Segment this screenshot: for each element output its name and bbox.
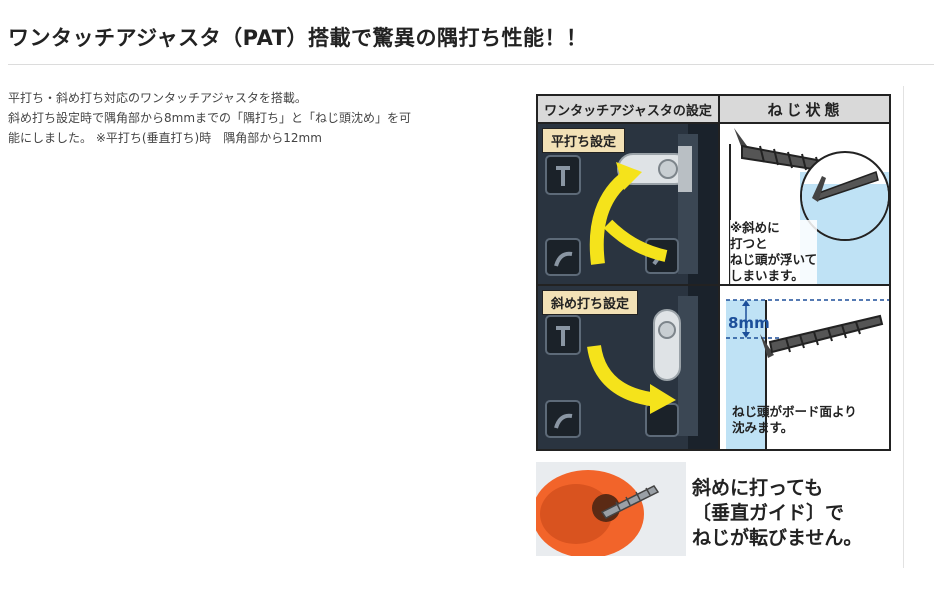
slogan-line: 斜めに打っても: [692, 477, 824, 499]
flat-screw-note: ※斜めに 打つと ねじ頭が浮いて しまいます。: [730, 220, 818, 284]
angled-screw-diagram: 8mm ねじ頭がボード面より 沈みます。: [720, 286, 889, 449]
note-line: ねじ頭がボード面より: [732, 404, 857, 419]
angled-screw-note: ねじ頭がボード面より 沈みます。: [732, 404, 857, 436]
note-line: 沈みます。: [732, 420, 794, 435]
sunk-screw-illustration: [726, 299, 889, 449]
description: 平打ち・斜め打ち対応のワンタッチアジャスタを搭載。 斜め打ち設定時で隅角部から8…: [8, 88, 448, 148]
flat-setting-label: 平打ち設定: [542, 128, 626, 153]
column-divider: [903, 86, 904, 568]
description-line: 斜め打ち設定時で隅角部から8mmまでの「隅打ち」と「ねじ頭沈め」を可: [8, 111, 412, 125]
heading-divider: [8, 64, 934, 65]
figure-header-settings: ワンタッチアジャスタの設定: [538, 96, 720, 124]
flat-setting-photo: 平打ち設定: [538, 124, 720, 286]
angled-setting-photo: 斜め打ち設定: [538, 286, 720, 449]
page-heading: ワンタッチアジャスタ（PAT）搭載で驚異の隅打ち性能！！: [8, 26, 588, 50]
figure-header-screw-state: ねじ状態: [720, 96, 889, 124]
slogan-line: ねじが転びません。: [692, 527, 863, 549]
flat-setting-illustration: [538, 124, 718, 284]
flat-screw-diagram: ※斜めに 打つと ねじ頭が浮いて しまいます。: [720, 124, 889, 286]
note-line: 打つと: [730, 236, 768, 251]
note-line: ねじ頭が浮いて: [730, 252, 818, 267]
note-line: ※斜めに: [730, 220, 780, 235]
adjuster-figure: ワンタッチアジャスタの設定 ねじ状態 平打ち設定: [536, 94, 891, 451]
guide-slogan: 斜めに打っても 〔垂直ガイド〕で ねじが転びません。: [692, 476, 862, 551]
vertical-guide-illustration: [536, 462, 686, 556]
depth-label: 8mm: [728, 314, 770, 332]
vertical-guide-photo: 斜めに打っても 〔垂直ガイド〕で ねじが転びません。: [536, 462, 891, 556]
description-line: 平打ち・斜め打ち対応のワンタッチアジャスタを搭載。: [8, 91, 307, 105]
note-line: しまいます。: [730, 268, 804, 283]
slogan-line: 〔垂直ガイド〕で: [692, 502, 845, 524]
description-line: 能にしました。 ※平打ち(垂直打ち)時 隅角部から12mm: [8, 131, 322, 145]
angled-setting-label: 斜め打ち設定: [542, 290, 639, 315]
